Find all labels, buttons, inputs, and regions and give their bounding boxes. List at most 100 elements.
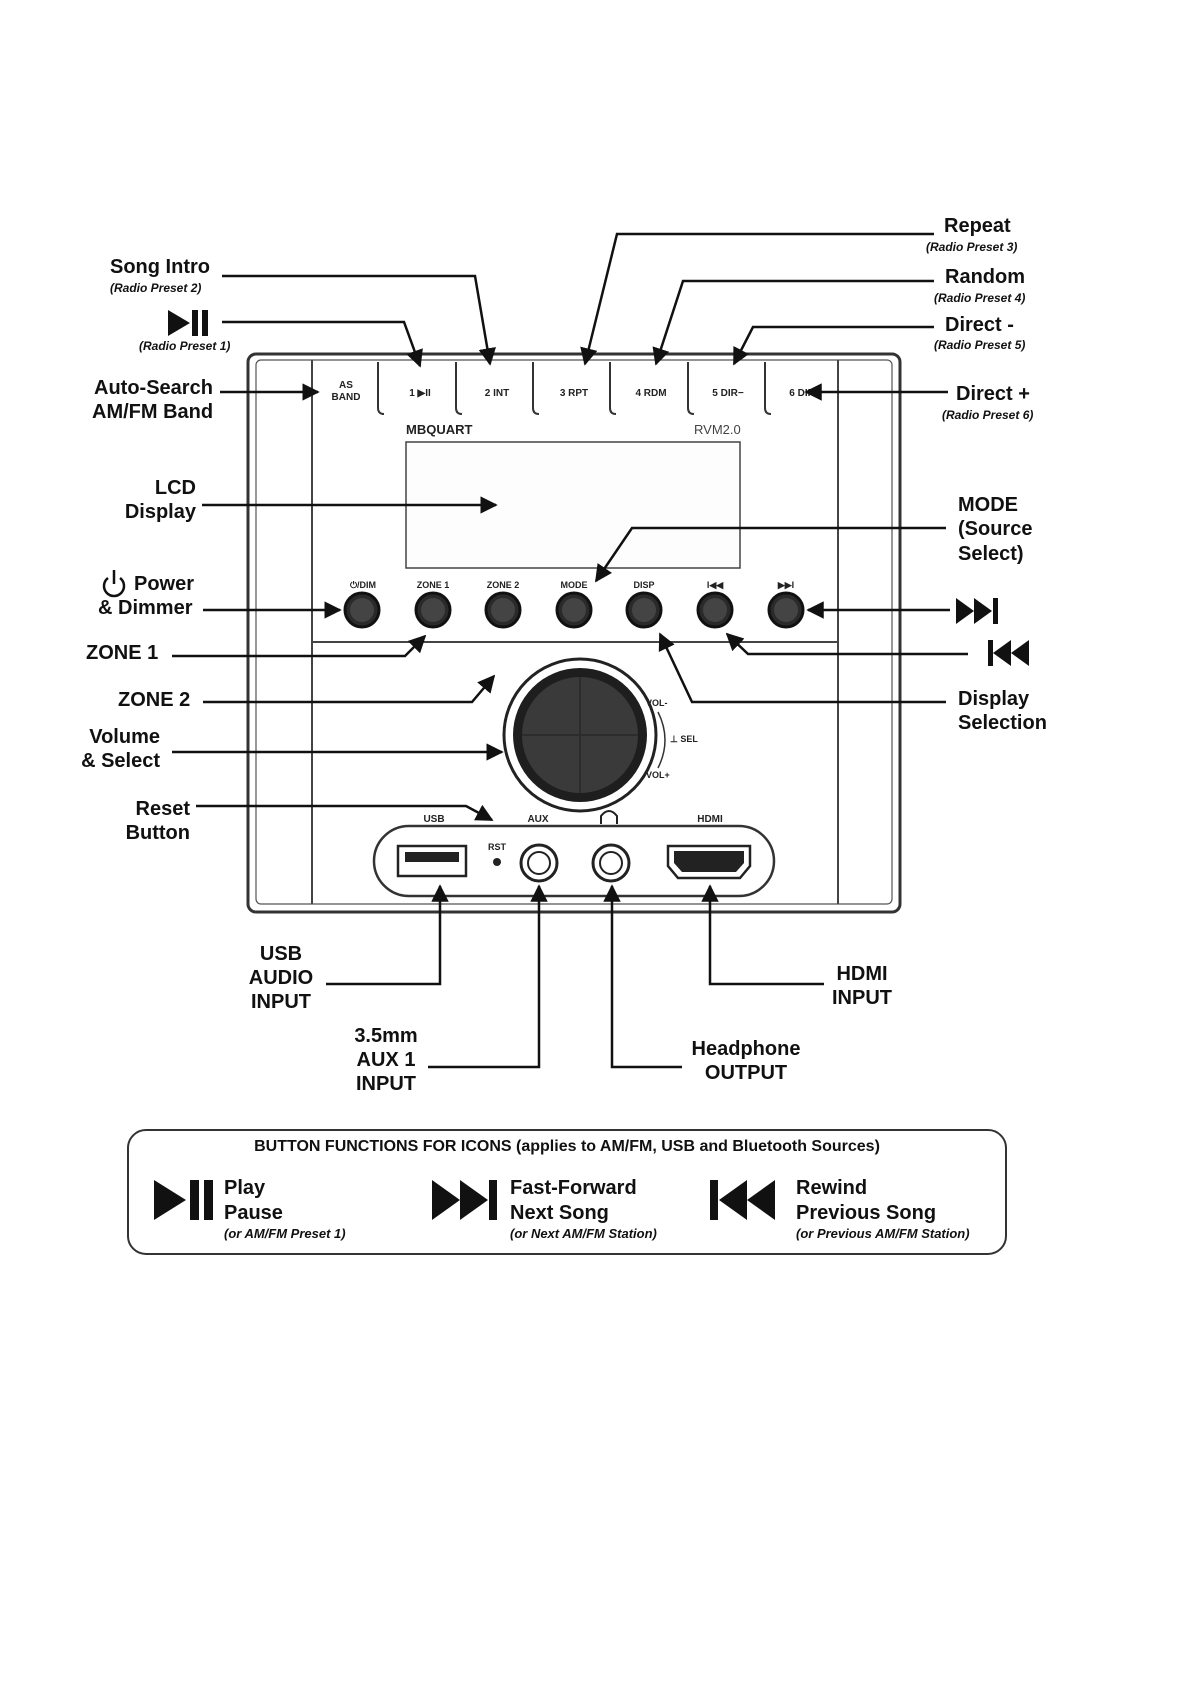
label-zone1: ZONE 1 <box>86 642 158 664</box>
svg-text:AS: AS <box>339 380 353 391</box>
sel-label: ⊥ SEL <box>670 734 698 744</box>
label-random: Random <box>945 266 1025 288</box>
label-auto-search-2: AM/FM Band <box>92 401 213 423</box>
legend-box <box>127 1129 1007 1255</box>
device-body <box>246 352 902 914</box>
label-random-sub: (Radio Preset 4) <box>934 291 1025 305</box>
preset-tab-dividers <box>377 362 772 415</box>
label-aux-1: 3.5mm <box>354 1025 417 1047</box>
play-pause-icon <box>154 1180 213 1220</box>
brand-logo: MBQUART <box>406 422 472 437</box>
model-name: RVM2.0 <box>694 422 741 437</box>
legend-play-line1: Play <box>224 1177 266 1199</box>
preset-as-band[interactable]: AS BAND <box>332 380 361 403</box>
label-display-sel-2: Selection <box>958 712 1047 734</box>
aux-port-label: AUX <box>527 814 548 825</box>
label-power-1: Power <box>134 573 194 595</box>
preset-2-button[interactable]: 2 INT <box>485 388 509 399</box>
preset-4-button[interactable]: 4 RDM <box>635 388 666 399</box>
reset-button[interactable] <box>493 858 501 866</box>
headphone-jack[interactable] <box>591 843 631 883</box>
svg-text:BAND: BAND <box>332 392 361 403</box>
svg-text:▶▶I: ▶▶I <box>777 580 794 590</box>
legend-ff-line1: Fast-Forward <box>510 1177 637 1199</box>
label-repeat-sub: (Radio Preset 3) <box>926 240 1017 254</box>
mode-button[interactable] <box>555 591 593 629</box>
power-icon <box>102 570 126 598</box>
svg-text:ZONE 2: ZONE 2 <box>487 580 520 590</box>
svg-text:I◀◀: I◀◀ <box>707 580 724 590</box>
label-direct-minus-sub: (Radio Preset 5) <box>934 338 1025 352</box>
label-reset-2: Button <box>126 822 190 844</box>
preset-5-button[interactable]: 5 DIR− <box>712 388 744 399</box>
label-power-2: & Dimmer <box>98 597 193 619</box>
label-aux-3: INPUT <box>356 1073 416 1095</box>
zone1-button[interactable] <box>414 591 452 629</box>
svg-text:MODE: MODE <box>561 580 588 590</box>
label-lcd-2: Display <box>125 501 197 523</box>
label-volume-2: & Select <box>81 750 160 772</box>
callout-lines <box>172 232 968 1069</box>
preset-3-button[interactable]: 3 RPT <box>560 388 588 399</box>
rst-label: RST <box>488 842 507 852</box>
fast-forward-icon <box>432 1180 497 1220</box>
power-dim-button[interactable] <box>343 591 381 629</box>
svg-text:DISP: DISP <box>633 580 654 590</box>
label-repeat: Repeat <box>944 215 1011 237</box>
port-tray <box>372 824 776 898</box>
label-aux-2: AUX 1 <box>357 1049 416 1071</box>
svg-text:ZONE 1: ZONE 1 <box>417 580 450 590</box>
svg-text:⏻/DIM: ⏻/DIM <box>350 580 376 590</box>
label-mode-2: (Source <box>958 518 1032 540</box>
label-direct-plus-sub: (Radio Preset 6) <box>942 408 1033 422</box>
preset-6-button[interactable]: 6 DIR+ <box>789 388 821 399</box>
label-hdmi-1: HDMI <box>836 963 887 985</box>
fast-forward-icon-callout <box>956 598 998 624</box>
vol-minus-label: VOL- <box>646 698 668 708</box>
label-usb-2: AUDIO <box>249 967 313 989</box>
legend-ff-note: (or Next AM/FM Station) <box>510 1226 657 1241</box>
legend-ff-line2: Next Song <box>510 1202 609 1224</box>
label-hdmi-2: INPUT <box>832 987 892 1009</box>
label-song-intro-sub: (Radio Preset 2) <box>110 281 201 295</box>
disp-button[interactable] <box>625 591 663 629</box>
label-usb-3: INPUT <box>251 991 311 1013</box>
zone2-button[interactable] <box>484 591 522 629</box>
label-reset-1: Reset <box>136 798 191 820</box>
label-volume-1: Volume <box>89 726 160 748</box>
vol-plus-label: VOL+ <box>646 770 670 780</box>
next-button[interactable] <box>767 591 805 629</box>
label-headphone-1: Headphone <box>692 1038 801 1060</box>
volume-arc <box>657 711 666 769</box>
label-zone2: ZONE 2 <box>118 689 190 711</box>
button-labels-row: ⏻/DIM ZONE 1 ZONE 2 MODE DISP I◀◀ ▶▶I <box>350 580 794 590</box>
legend-rw-line2: Previous Song <box>796 1202 936 1224</box>
legend-play-note: (or AM/FM Preset 1) <box>224 1226 346 1241</box>
label-usb-1: USB <box>260 943 302 965</box>
rewind-icon <box>710 1180 775 1220</box>
label-direct-plus: Direct + <box>956 383 1030 405</box>
aux-jack[interactable] <box>519 843 559 883</box>
label-mode-3: Select) <box>958 543 1024 565</box>
legend-rw-line1: Rewind <box>796 1177 867 1199</box>
hdmi-port[interactable] <box>666 844 752 880</box>
label-song-intro: Song Intro <box>110 256 210 278</box>
label-mode-1: MODE <box>958 494 1018 516</box>
label-direct-minus: Direct - <box>945 314 1014 336</box>
label-display-sel-1: Display <box>958 688 1030 710</box>
label-play-pause-sub: (Radio Preset 1) <box>139 339 230 353</box>
legend-title: BUTTON FUNCTIONS FOR ICONS (applies to A… <box>254 1138 880 1155</box>
hdmi-port-label: HDMI <box>697 814 723 825</box>
legend-rw-note: (or Previous AM/FM Station) <box>796 1226 970 1241</box>
usb-port-label: USB <box>423 814 444 825</box>
preset-1-button[interactable]: 1 ▶II <box>409 388 431 399</box>
play-pause-icon <box>168 310 208 336</box>
label-lcd-1: LCD <box>155 477 196 499</box>
previous-button[interactable] <box>696 591 734 629</box>
rewind-icon-callout <box>988 640 1029 666</box>
usb-port[interactable] <box>396 844 468 878</box>
label-headphone-2: OUTPUT <box>705 1062 787 1084</box>
headphone-port-icon <box>600 810 618 824</box>
volume-select-knob[interactable] <box>502 657 658 813</box>
